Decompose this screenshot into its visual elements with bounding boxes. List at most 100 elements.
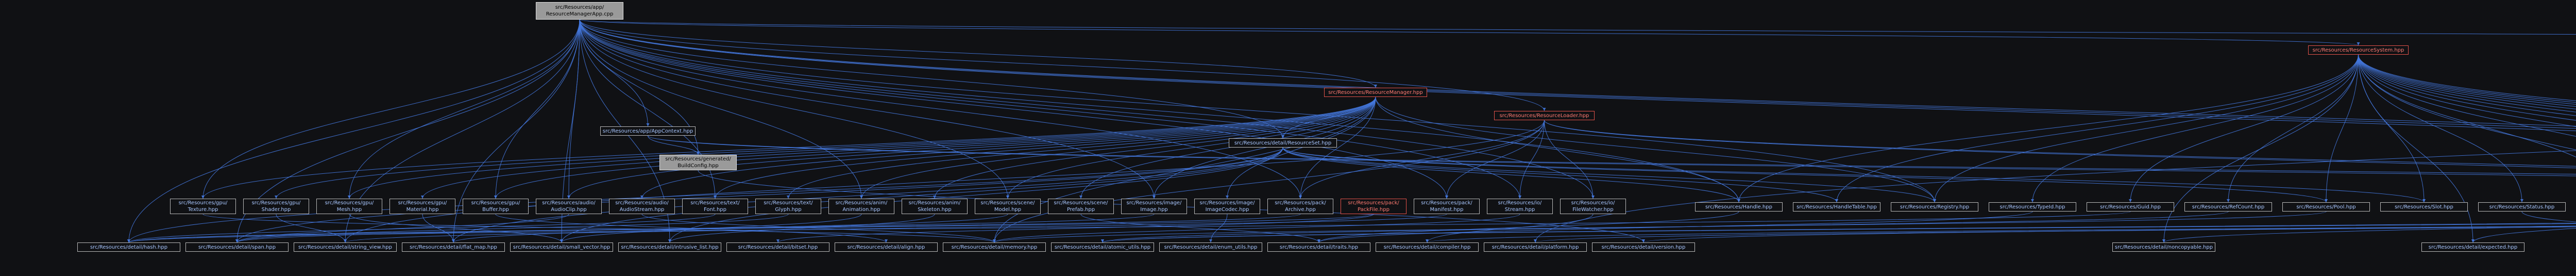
graph-node-R6[interactable]: src/Resources/RefCount.hpp [2184,202,2272,212]
graph-node-B8[interactable]: src/Resources/detail/align.hpp [835,242,938,252]
include-edge [235,214,569,243]
node-label-line: src/Resources/image/ [1126,200,1182,206]
node-label-line: src/Resources/HandleTable.hpp [1797,204,1877,210]
include-edge [127,211,2131,243]
node-label-line: src/Resources/detail/bitset.hpp [738,244,818,250]
graph-node-L8[interactable]: src/Resources/text/Font.hpp [682,199,748,214]
graph-node-L13[interactable]: src/Resources/scene/Prefab.hpp [1048,199,1114,214]
graph-node-B13[interactable]: src/Resources/detail/compiler.hpp [1376,242,1479,252]
graph-node-L7[interactable]: src/Resources/audio/AudioStream.hpp [609,199,675,214]
graph-node-L19[interactable]: src/Resources/io/Stream.hpp [1487,199,1553,214]
graph-node-R8[interactable]: src/Resources/Slot.hpp [2380,202,2468,212]
node-label-line: src/Resources/gpu/ [325,200,374,206]
graph-node-L17[interactable]: src/Resources/pack/PackFile.hpp [1341,199,1406,214]
graph-node-B6[interactable]: src/Resources/detail/intrusive_list.hpp [618,242,721,252]
include-edge [2471,228,2576,243]
graph-node-B16[interactable]: src/Resources/detail/noncopyable.hpp [2112,242,2215,252]
graph-node-B1[interactable]: src/Resources/detail/hash.hpp [77,242,180,252]
graph-node-L1[interactable]: src/Resources/gpu/Texture.hpp [170,199,236,214]
include-edge [452,19,580,243]
graph-node-L10[interactable]: src/Resources/anim/Animation.hpp [828,199,894,214]
include-edge [1282,147,1740,203]
graph-node-R7[interactable]: src/Resources/Pool.hpp [2282,202,2370,212]
graph-node-B9[interactable]: src/Resources/detail/memory.hpp [943,242,1046,252]
include-edge [579,19,863,199]
graph-node-R4[interactable]: src/Resources/TypeId.hpp [1989,202,2076,212]
include-edge [1101,223,2576,243]
graph-node-B4[interactable]: src/Resources/detail/flat_map.hpp [402,242,505,252]
graph-node-L5[interactable]: src/Resources/gpu/Buffer.hpp [463,199,529,214]
node-label-line: src/Resources/Guid.hpp [2100,204,2161,210]
node-label-line: Image.hpp [1140,207,1168,213]
graph-node-R2[interactable]: src/Resources/HandleTable.hpp [1793,202,1880,212]
include-edge [201,96,1376,199]
graph-node-L9[interactable]: src/Resources/text/Glyph.hpp [755,199,821,214]
graph-node-L12[interactable]: src/Resources/scene/Model.hpp [975,199,1041,214]
graph-node-L2[interactable]: src/Resources/gpu/Shader.hpp [243,199,309,214]
node-label-line: Shader.hpp [261,207,291,213]
include-edge [1299,96,1376,199]
node-label-line: src/Resources/detail/noncopyable.hpp [2114,244,2213,250]
include-edge [1282,147,2426,203]
graph-node-B2[interactable]: src/Resources/detail/span.hpp [185,242,289,252]
graph-node-B10[interactable]: src/Resources/detail/atomic_utils.hpp [1051,242,1154,252]
graph-node-B5[interactable]: src/Resources/detail/small_vector.hpp [510,242,613,252]
graph-node-B17[interactable]: src/Resources/detail/expected.hpp [2421,242,2524,252]
node-label-line: Font.hpp [704,207,726,213]
include-edge [648,135,2576,175]
graph-node-B3[interactable]: src/Resources/detail/string_view.hpp [294,242,397,252]
include-edge [579,19,2576,126]
include-edge [2358,54,2523,203]
graph-node-B12[interactable]: src/Resources/detail/traits.hpp [1267,242,1370,252]
node-label-line: src/Resources/detail/enum_utils.hpp [1164,244,1258,250]
node-label-line: Stream.hpp [1504,207,1535,213]
include-edge [1445,120,1545,199]
graph-node-L16[interactable]: src/Resources/pack/Archive.hpp [1267,199,1333,214]
node-label-line: src/Resources/scene/ [1054,200,1108,206]
graph-node-L11[interactable]: src/Resources/anim/Skeleton.hpp [902,199,968,214]
graph-node-R9[interactable]: src/Resources/Status.hpp [2478,202,2566,212]
include-edge [2162,225,2576,243]
include-edge [579,19,2576,35]
graph-node-B14[interactable]: src/Resources/detail/platform.hpp [1484,242,1587,252]
graph-node-L15[interactable]: src/Resources/image/ImageCodec.hpp [1194,199,1260,214]
node-label-line: Animation.hpp [842,207,880,213]
node-label-line: src/Resources/detail/version.hpp [1601,244,1686,250]
include-edge [993,120,1545,243]
graph-node-rload[interactable]: src/Resources/ResourceLoader.hpp [1494,111,1595,120]
node-label-line: BuildConfig.hpp [677,163,719,169]
node-label-line: src/Resources/anim/ [835,200,888,206]
include-edge [127,147,1283,243]
graph-node-app[interactable]: src/Resources/app/AppContext.hpp [600,126,696,136]
node-label-line: src/Resources/app/ [555,5,604,10]
include-edge [1299,120,1545,199]
node-label-line: src/Resources/audio/ [615,200,669,206]
include-edge [348,19,580,199]
include-edge [993,214,1520,243]
node-label-line: Material.hpp [406,207,439,213]
graph-node-rmgr[interactable]: src/Resources/ResourceManager.hpp [1324,88,1427,97]
node-label-line: src/Resources/TypeId.hpp [1999,204,2065,210]
graph-node-R5[interactable]: src/Resources/Guid.hpp [2087,202,2174,212]
graph-node-rset[interactable]: src/Resources/detail/ResourceSet.hpp [1229,138,1337,148]
node-label-line: src/Resources/Status.hpp [2489,204,2555,210]
graph-node-R1[interactable]: src/Resources/Handle.hpp [1695,202,1783,212]
graph-node-L18[interactable]: src/Resources/pack/Manifest.hpp [1414,199,1480,214]
graph-node-L20[interactable]: src/Resources/io/FileWatcher.hpp [1560,199,1626,214]
graph-node-L3[interactable]: src/Resources/gpu/Mesh.hpp [316,199,382,214]
node-label-line: src/Resources/audio/ [542,200,596,206]
graph-node-L14[interactable]: src/Resources/image/Image.hpp [1121,199,1187,214]
graph-node-L4[interactable]: src/Resources/gpu/Material.hpp [389,199,455,214]
graph-node-rsys[interactable]: src/Resources/ResourceSystem.hpp [2308,45,2409,55]
graph-node-R3[interactable]: src/Resources/Registry.hpp [1891,202,1978,212]
node-label-line: src/Resources/detail/memory.hpp [951,244,1038,250]
node-label-line: src/Resources/text/ [690,200,740,206]
include-edge [641,214,996,243]
graph-node-B7[interactable]: src/Resources/detail/bitset.hpp [726,242,829,252]
graph-node-B11[interactable]: src/Resources/detail/enum_utils.hpp [1159,242,1262,252]
graph-node-L6[interactable]: src/Resources/audio/AudioClip.hpp [536,199,602,214]
graph-node-B15[interactable]: src/Resources/detail/version.hpp [1592,242,1695,252]
include-edge [2358,54,2576,151]
include-edge [579,19,1740,203]
